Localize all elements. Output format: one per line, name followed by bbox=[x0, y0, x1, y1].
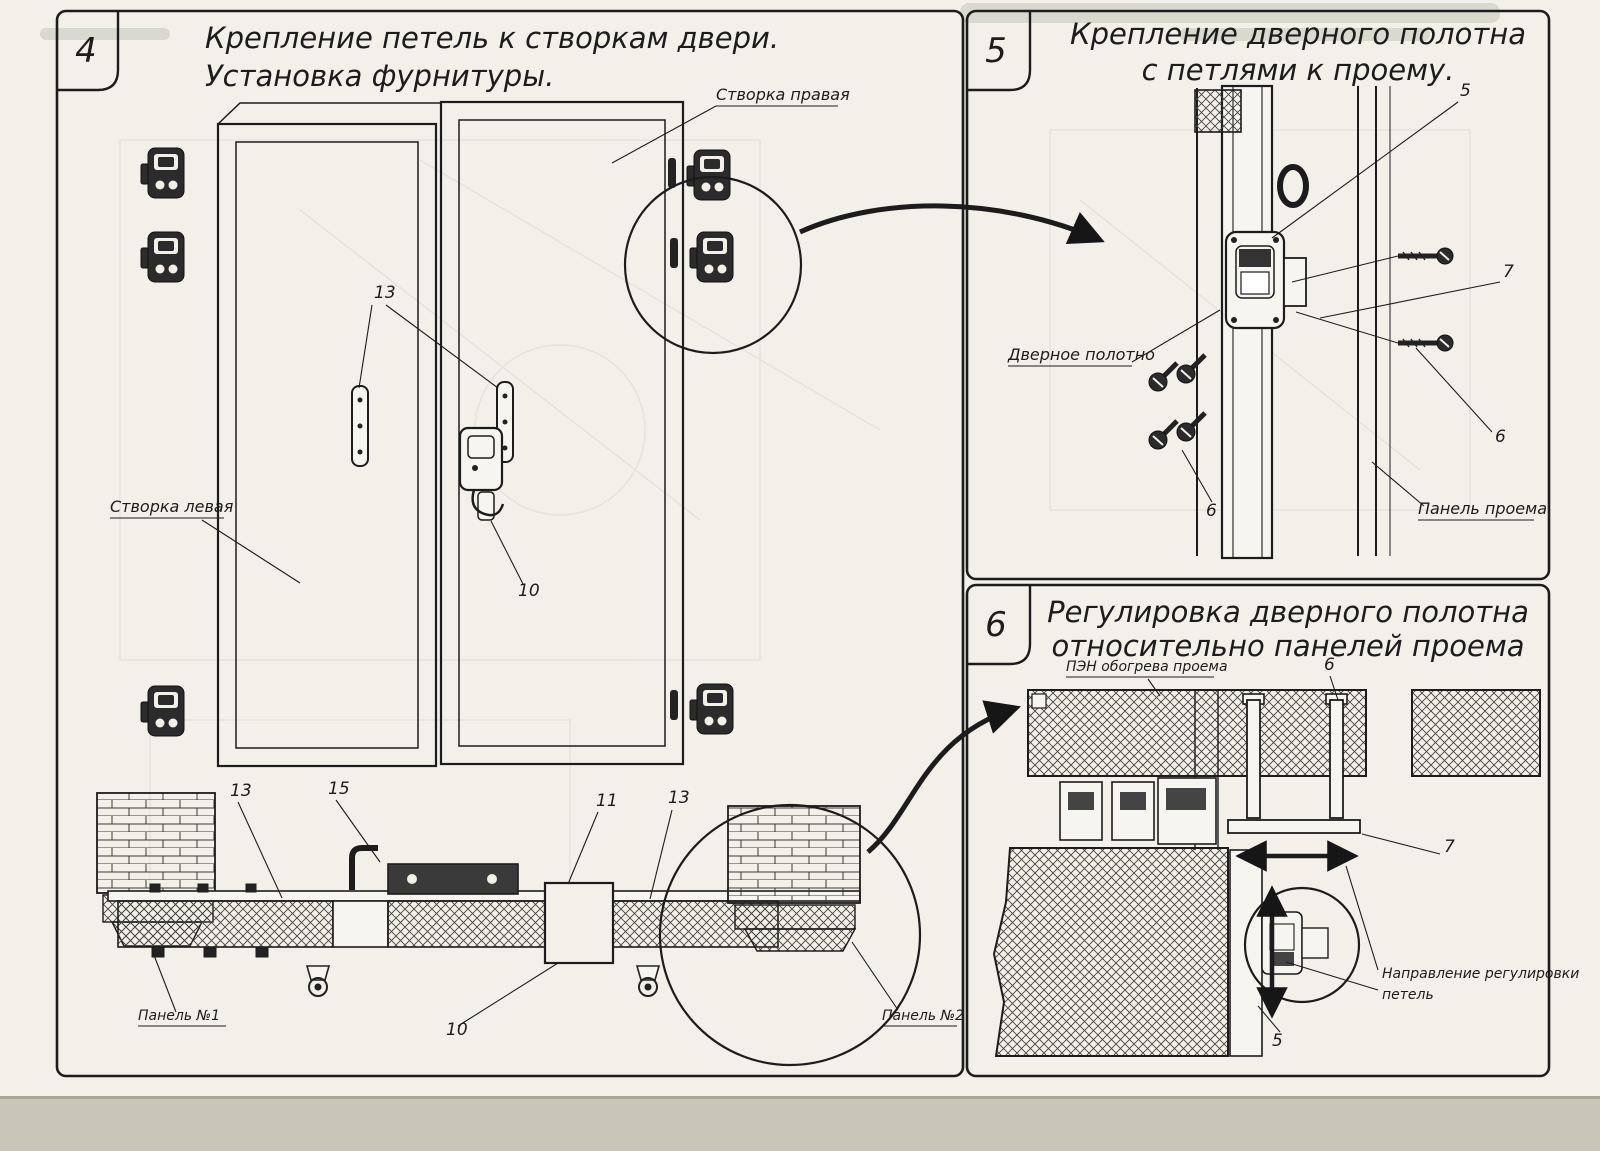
panel-5-title-line1: Крепление дверного полотна bbox=[1070, 17, 1526, 51]
panel-5-number: 5 bbox=[985, 31, 1007, 71]
label-panel-1: Панель №1 bbox=[138, 1008, 220, 1024]
panel-5-number-tab bbox=[967, 11, 1032, 92]
panel-4-number-tab bbox=[57, 11, 120, 92]
panel-6-number-tab bbox=[967, 585, 1032, 666]
panel-4-border bbox=[55, 9, 965, 1078]
callout-5: 5 bbox=[1272, 1031, 1283, 1051]
callout-6-left: 6 bbox=[1206, 501, 1217, 521]
panel-5-labels: Дверное полотно Панель проема bbox=[1007, 309, 1547, 521]
panel-4-number: 4 bbox=[75, 31, 97, 71]
adjustment-detail bbox=[992, 689, 1541, 1057]
label-opening-panel: Панель проема bbox=[1418, 499, 1547, 518]
arrow-to-panel-6-icon bbox=[866, 700, 1022, 854]
label-left-leaf: Створка левая bbox=[110, 497, 234, 516]
arrow-to-panel-5-icon bbox=[798, 203, 1105, 245]
panel-4-title-line1: Крепление петель к створкам двери. bbox=[205, 21, 779, 55]
hinges-right bbox=[668, 149, 734, 735]
callout-6-right: 6 bbox=[1495, 427, 1506, 447]
panel-6-border bbox=[965, 583, 1551, 1078]
label-right-leaf: Створка правая bbox=[716, 85, 850, 104]
callout-10-bottom: 10 bbox=[446, 1020, 468, 1040]
detail-circle-hinges bbox=[623, 175, 803, 355]
hinges-left bbox=[140, 147, 185, 737]
label-direction-line2: петель bbox=[1382, 987, 1434, 1003]
panel-5-title-line2: с петлями к проему. bbox=[1142, 53, 1455, 87]
leaf-labels: Створка правая Створка левая bbox=[110, 85, 850, 584]
panel-6-title-line2: относительно панелей проема bbox=[1052, 629, 1525, 663]
callout-5: 5 bbox=[1460, 81, 1471, 101]
panel-5-border bbox=[965, 9, 1551, 581]
callout-7: 7 bbox=[1503, 262, 1514, 282]
direction-label: Направление регулировки петель bbox=[1285, 865, 1579, 1003]
detail-circle-adjustment bbox=[1243, 886, 1361, 1004]
callout-15: 15 bbox=[328, 779, 350, 799]
door-callouts: 13 10 bbox=[358, 283, 540, 601]
panel-6-title-line1: Регулировка дверного полотна bbox=[1047, 595, 1529, 629]
callout-13-right: 13 bbox=[668, 788, 690, 808]
label-panel-2: Панель №2 bbox=[882, 1008, 964, 1024]
cross-section bbox=[96, 792, 861, 997]
callout-7: 7 bbox=[1444, 837, 1455, 857]
callout-10-mid: 10 bbox=[518, 581, 540, 601]
latch-hardware bbox=[351, 381, 514, 521]
callout-13-top: 13 bbox=[374, 283, 396, 303]
bleed-through-top-text bbox=[40, 3, 1500, 41]
panel-4: 4 Крепление петель к створкам двери. Уст… bbox=[55, 9, 1105, 1078]
door-edge-detail bbox=[1194, 84, 1391, 560]
panel-6-number: 6 bbox=[985, 605, 1007, 645]
door-leaves bbox=[216, 100, 685, 768]
callout-13-left: 13 bbox=[230, 781, 252, 801]
callout-11: 11 bbox=[596, 791, 618, 811]
label-door-leaf: Дверное полотно bbox=[1007, 345, 1155, 364]
heater-label: ПЭН обогрева проема bbox=[1066, 659, 1228, 697]
panel-6: 6 Регулировка дверного полотна относител… bbox=[965, 583, 1579, 1078]
panel-5: 5 Крепление дверного полотна с петлями к… bbox=[965, 9, 1551, 581]
callout-6: 6 bbox=[1324, 655, 1335, 675]
scan-edge bbox=[0, 1096, 1600, 1151]
cross-section-callouts: 13 15 11 13 10 Панель №1 Панель №2 bbox=[138, 779, 964, 1040]
label-heater: ПЭН обогрева проема bbox=[1066, 659, 1228, 675]
detail-circle-section bbox=[658, 803, 922, 1067]
hinge-detail bbox=[1224, 230, 1307, 330]
panel-5-callouts: 5 7 6 6 bbox=[1181, 81, 1514, 521]
mounting-screws bbox=[1149, 248, 1453, 449]
panel-4-title-line2: Установка фурнитуры. bbox=[205, 59, 554, 93]
label-direction-line1: Направление регулировки bbox=[1382, 966, 1579, 982]
panel-6-callouts: 6 7 5 bbox=[1257, 655, 1455, 1051]
